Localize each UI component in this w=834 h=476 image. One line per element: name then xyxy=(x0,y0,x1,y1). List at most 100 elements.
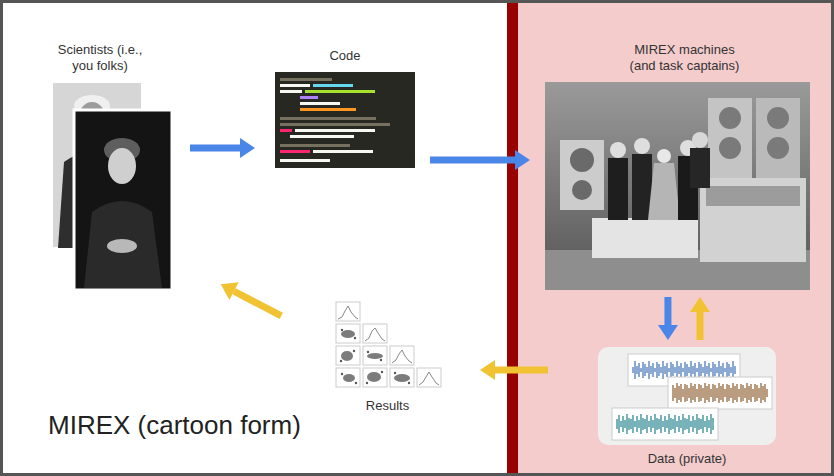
results-corner-plot xyxy=(338,306,358,319)
node-heading: Data (private) xyxy=(607,451,767,467)
machines-photo xyxy=(572,180,592,200)
results-corner-plot xyxy=(381,371,383,373)
results-panel: Results xyxy=(330,300,445,392)
machines-photo xyxy=(592,218,698,258)
results-corner-plot xyxy=(354,337,356,339)
results-corner-plot xyxy=(367,351,369,353)
machines-photo xyxy=(692,132,708,148)
results-corner-plot xyxy=(408,382,410,384)
results-corner-plot xyxy=(394,374,410,382)
code-screenshot xyxy=(280,159,330,162)
code-screenshot xyxy=(280,129,292,132)
flow-arrow xyxy=(658,297,678,340)
machines-photo xyxy=(700,178,806,262)
code-screenshot xyxy=(280,117,376,120)
arrow-head xyxy=(221,282,239,300)
machines-photo xyxy=(545,82,810,290)
results-corner-plot xyxy=(417,368,441,387)
results-corner-plot xyxy=(341,373,343,375)
results-corner-plot xyxy=(363,368,387,387)
arrow-shaft xyxy=(664,297,671,325)
machines-photo xyxy=(560,140,604,210)
arrow-head xyxy=(658,325,678,340)
node-heading: MIREX machines (and task captains) xyxy=(623,42,747,74)
code-screenshot xyxy=(280,123,390,126)
machines-photo xyxy=(708,98,752,178)
code-screenshot xyxy=(280,84,310,87)
code-screenshot xyxy=(275,72,415,168)
results-corner-plot xyxy=(366,382,368,384)
results-corner-plot xyxy=(343,374,355,382)
code-screenshot xyxy=(300,108,356,111)
machines-photo xyxy=(719,107,741,129)
background-panels xyxy=(518,0,834,476)
arrow-shaft xyxy=(696,312,703,340)
machines-panel: MIREX machines (and task captains) xyxy=(545,82,810,290)
node-heading: Scientists (i.e., you folks) xyxy=(52,42,148,74)
flow-arrow xyxy=(190,138,255,158)
arrow-shaft xyxy=(234,291,281,316)
results-corner-plot xyxy=(367,353,383,359)
scientist-portraits xyxy=(52,82,172,290)
scientist-portraits xyxy=(74,110,172,290)
flow-arrow xyxy=(690,297,710,340)
results-corner-plot xyxy=(336,346,360,365)
data-waveforms xyxy=(668,377,772,409)
machines-photo xyxy=(648,163,680,220)
results-corner-plot xyxy=(367,372,381,382)
results-corner-plot xyxy=(336,368,360,387)
machines-photo xyxy=(767,137,789,159)
arrow-head xyxy=(690,297,710,312)
machines-photo xyxy=(610,142,626,158)
machines-photo xyxy=(657,149,671,163)
results-corner-plot xyxy=(394,372,396,374)
results-corner-plot xyxy=(380,359,382,361)
node-heading: Code xyxy=(285,48,405,64)
results-corner-plot xyxy=(336,324,360,343)
data-waveforms xyxy=(598,347,776,445)
code-screenshot xyxy=(313,84,353,87)
results-corner-plot xyxy=(341,330,355,338)
code-panel: Code xyxy=(275,72,415,168)
results-corner-plot xyxy=(390,346,414,365)
diagram-title: MIREX (cartoon form) xyxy=(48,410,301,440)
arrow-shaft xyxy=(495,367,548,374)
results-corner-plot xyxy=(392,350,412,363)
results-corner-plot xyxy=(355,382,357,384)
results-corner-plot xyxy=(365,328,385,341)
results-corner-plot xyxy=(353,350,355,352)
code-screenshot xyxy=(295,129,375,132)
machines-photo xyxy=(706,186,800,206)
code-screenshot xyxy=(280,78,332,81)
results-corner-plot xyxy=(340,360,342,362)
results-corner-plot xyxy=(390,368,414,387)
machines-photo xyxy=(545,82,810,290)
machines-photo xyxy=(634,138,650,154)
machines-photo xyxy=(690,148,710,188)
machines-photo xyxy=(756,98,800,178)
arrow-head xyxy=(480,360,495,380)
arrow-shaft xyxy=(190,144,240,151)
data-waveforms xyxy=(672,381,768,405)
machines-photo xyxy=(632,154,652,220)
data-waveforms xyxy=(612,408,718,440)
code-screenshot xyxy=(305,90,375,93)
results-corner-plot xyxy=(419,372,439,385)
data-panel: Data (private) xyxy=(598,347,776,445)
results-corner-plot xyxy=(363,324,387,343)
scientist-portraits xyxy=(84,201,162,288)
code-screenshot xyxy=(275,72,415,168)
portrait-panel: Scientists (i.e., you folks) xyxy=(52,82,172,290)
arrow-head xyxy=(240,138,255,158)
machines-photo xyxy=(570,148,594,172)
results-corner-plot xyxy=(341,351,353,361)
code-screenshot xyxy=(280,144,350,147)
code-screenshot xyxy=(290,135,354,138)
scientist-portraits xyxy=(107,239,137,253)
node-heading: Results xyxy=(333,398,443,414)
code-screenshot xyxy=(313,150,373,153)
scientist-portraits xyxy=(108,148,136,184)
code-screenshot xyxy=(280,90,302,93)
